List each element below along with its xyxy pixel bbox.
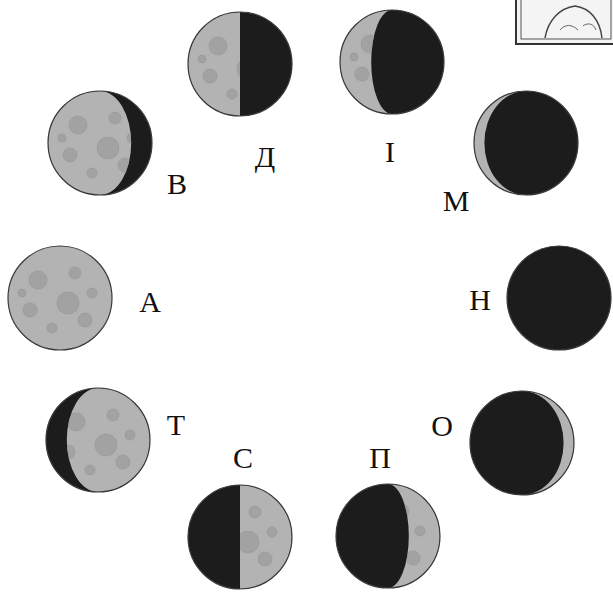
phase-letter: П	[369, 443, 391, 473]
phase-letter: Н	[469, 285, 491, 315]
moon-phase	[470, 391, 574, 495]
moon-phase	[340, 10, 444, 114]
phase-letter: Т	[167, 410, 185, 440]
moon-phase	[474, 91, 578, 195]
phase-letter: С	[233, 443, 253, 473]
moon-phase	[46, 388, 150, 492]
moon-phase	[188, 12, 292, 116]
phase-letter: М	[443, 186, 470, 216]
moon-phase	[336, 484, 440, 588]
phase-letter: О	[431, 411, 453, 441]
phase-letter: І	[385, 137, 395, 167]
phase-letter: А	[139, 287, 161, 317]
phase-letter: В	[167, 169, 187, 199]
moon-phase	[8, 246, 112, 350]
moon-phase	[48, 91, 152, 195]
moon-phase	[507, 246, 611, 350]
corner-picture	[516, 0, 613, 44]
moon-phase	[188, 485, 292, 589]
phase-letter: Д	[255, 142, 275, 172]
